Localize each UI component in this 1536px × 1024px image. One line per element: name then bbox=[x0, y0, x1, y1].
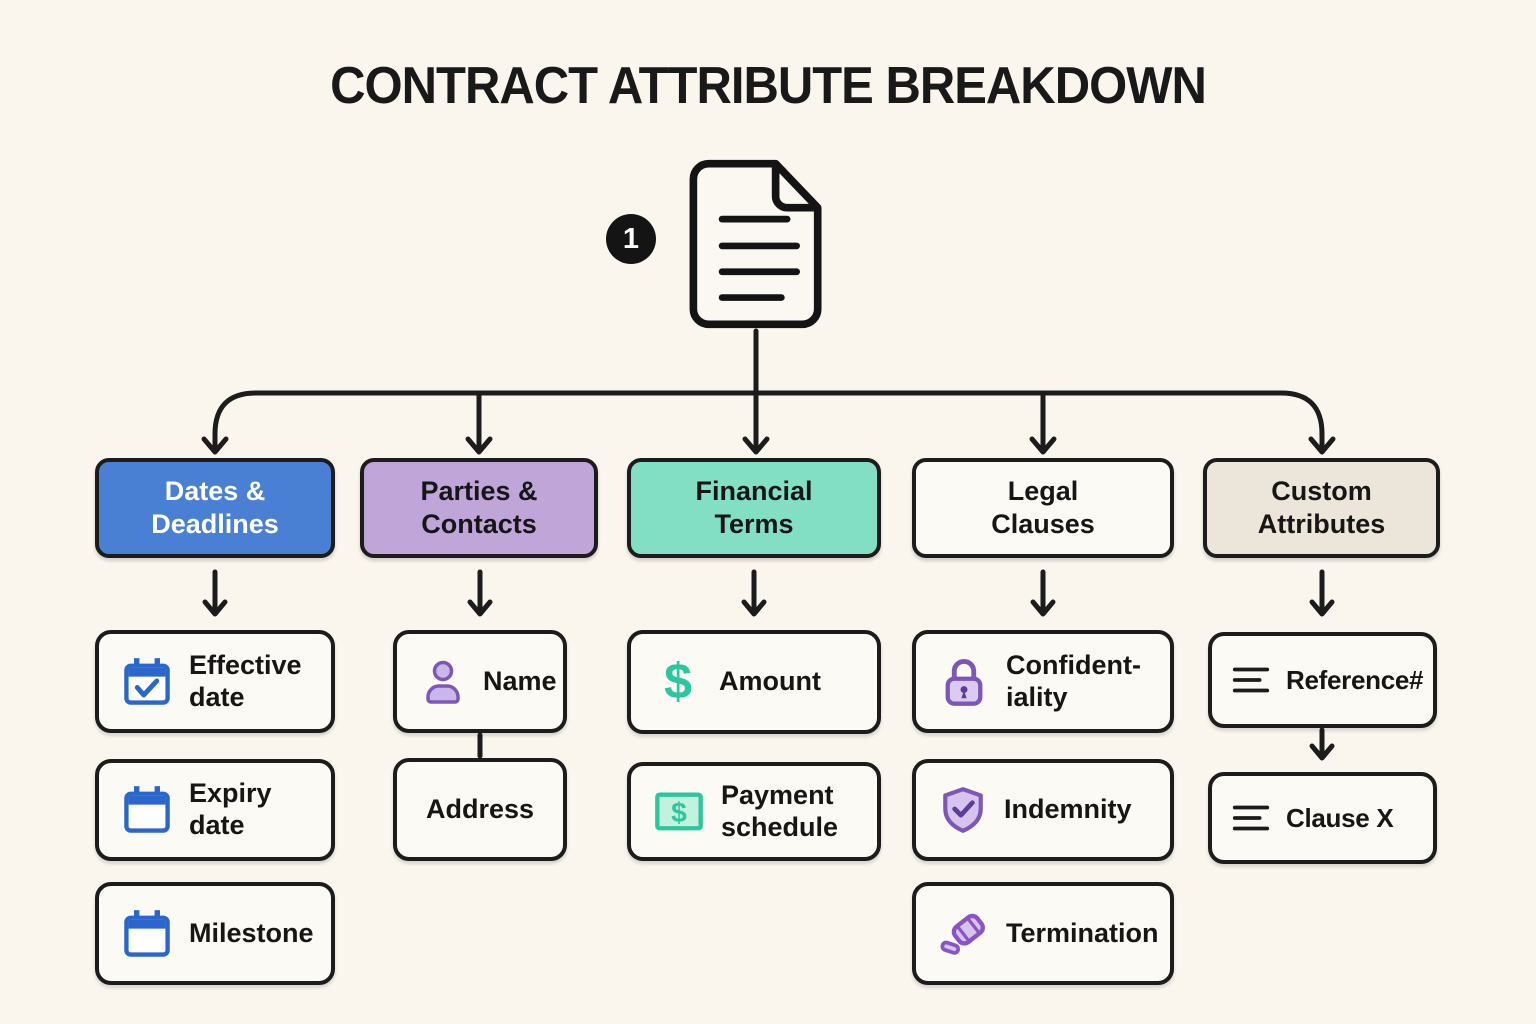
node-label: Indemnity bbox=[1004, 794, 1132, 825]
node-label: Address bbox=[425, 793, 535, 824]
node-clause-x: Clause X bbox=[1208, 772, 1437, 864]
category-custom-attributes: Custom Attributes bbox=[1203, 458, 1440, 558]
banknote-icon: $ bbox=[653, 786, 705, 838]
node-label: Confident-iality bbox=[1006, 649, 1141, 712]
category-label: Legal Clauses bbox=[991, 476, 1095, 539]
node-label: Expiry date bbox=[189, 778, 272, 840]
node-payment-schedule: $ Payment schedule bbox=[627, 762, 881, 861]
node-label: Amount bbox=[719, 666, 821, 697]
category-label: Dates & Deadlines bbox=[151, 476, 279, 539]
node-effective-date: Effective date bbox=[95, 630, 335, 733]
list-icon bbox=[1230, 659, 1272, 701]
lock-icon bbox=[938, 656, 990, 708]
svg-text:$: $ bbox=[664, 657, 692, 707]
category-financial-terms: Financial Terms bbox=[627, 458, 881, 558]
category-parties-contacts: Parties & Contacts bbox=[360, 458, 598, 558]
shield-check-icon bbox=[938, 785, 988, 835]
node-label: Payment schedule bbox=[721, 779, 839, 842]
calendar-check-icon bbox=[121, 656, 173, 708]
category-label: Financial Terms bbox=[695, 476, 813, 539]
node-confidentiality: Confident-iality bbox=[912, 630, 1174, 733]
category-label: Parties & Contacts bbox=[420, 476, 538, 539]
node-address: Address bbox=[393, 758, 567, 861]
svg-text:$: $ bbox=[671, 796, 687, 827]
contract-document-icon bbox=[680, 156, 833, 332]
page-title: CONTRACT ATTRIBUTE BREAKDOWN bbox=[330, 57, 1207, 115]
person-icon bbox=[419, 658, 467, 706]
calendar-icon bbox=[121, 908, 173, 960]
step-badge: 1 bbox=[606, 214, 656, 264]
node-indemnity: Indemnity bbox=[912, 759, 1174, 861]
node-amount: $ Amount bbox=[627, 630, 881, 734]
calendar-icon bbox=[121, 784, 173, 836]
category-legal-clauses: Legal Clauses bbox=[912, 458, 1174, 558]
node-label: Milestone bbox=[189, 917, 314, 948]
node-label: Reference# bbox=[1286, 664, 1424, 695]
category-label: Custom Attributes bbox=[1257, 476, 1386, 539]
node-termination: Termination bbox=[912, 882, 1174, 985]
dollar-icon: $ bbox=[653, 657, 703, 707]
gavel-icon bbox=[938, 908, 990, 960]
list-icon bbox=[1230, 797, 1272, 839]
category-dates-deadlines: Dates & Deadlines bbox=[95, 458, 335, 558]
node-name: Name bbox=[393, 630, 567, 733]
node-label: Name bbox=[483, 665, 557, 696]
node-label: Clause X bbox=[1286, 802, 1394, 833]
node-expiry-date: Expiry date bbox=[95, 759, 335, 861]
node-label: Effective date bbox=[189, 649, 302, 712]
node-reference-number: Reference# bbox=[1208, 632, 1437, 728]
node-milestone: Milestone bbox=[95, 882, 335, 985]
node-label: Termination bbox=[1006, 917, 1159, 948]
